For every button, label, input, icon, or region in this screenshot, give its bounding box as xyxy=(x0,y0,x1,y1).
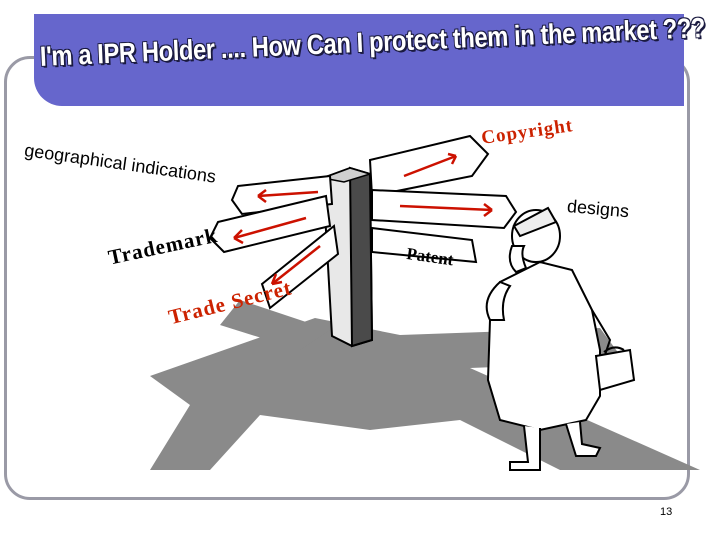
thinking-man-figure xyxy=(485,206,636,471)
sign-patent xyxy=(371,226,478,264)
title-banner xyxy=(34,14,684,106)
page-number: 13 xyxy=(660,506,673,518)
ground-shadow xyxy=(150,318,700,470)
ground-shadow-arm xyxy=(220,300,330,350)
sign-trademark xyxy=(208,194,332,254)
